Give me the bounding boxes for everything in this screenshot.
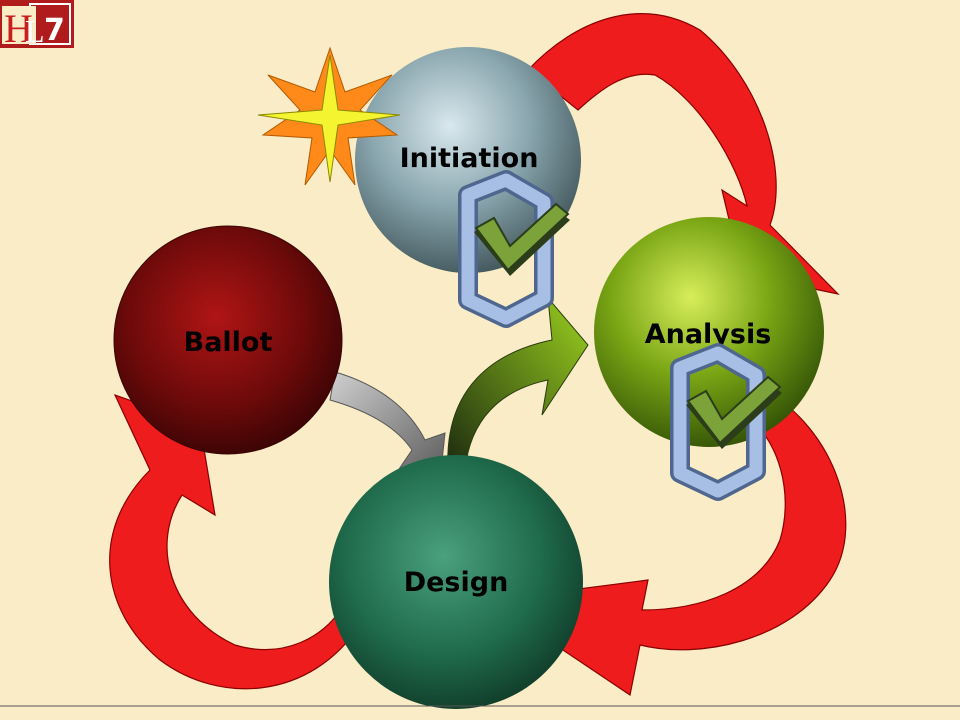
checkmark-icon [458, 170, 570, 328]
logo-l: L [25, 13, 45, 49]
ballot-label: Ballot [184, 327, 273, 358]
arrow-design-to-ballot [109, 393, 361, 690]
ballot-circle [113, 225, 343, 455]
initiation-circle [355, 47, 581, 273]
arrow-analysis-to-design [547, 384, 847, 696]
logo-h: H [4, 6, 33, 51]
checkmark-icon [670, 343, 782, 501]
arrow-initiation-to-analysis [527, 13, 840, 295]
analysis-label: Analysis [645, 319, 772, 350]
arrow-design-to-analysis [447, 296, 589, 471]
hl7-logo: H L 7 [0, 0, 74, 51]
logo-seven: 7 [44, 13, 65, 48]
initiation-label: Initiation [400, 143, 539, 174]
star-burst-icon [257, 46, 401, 186]
design-circle [329, 455, 583, 709]
design-label: Design [404, 567, 509, 598]
